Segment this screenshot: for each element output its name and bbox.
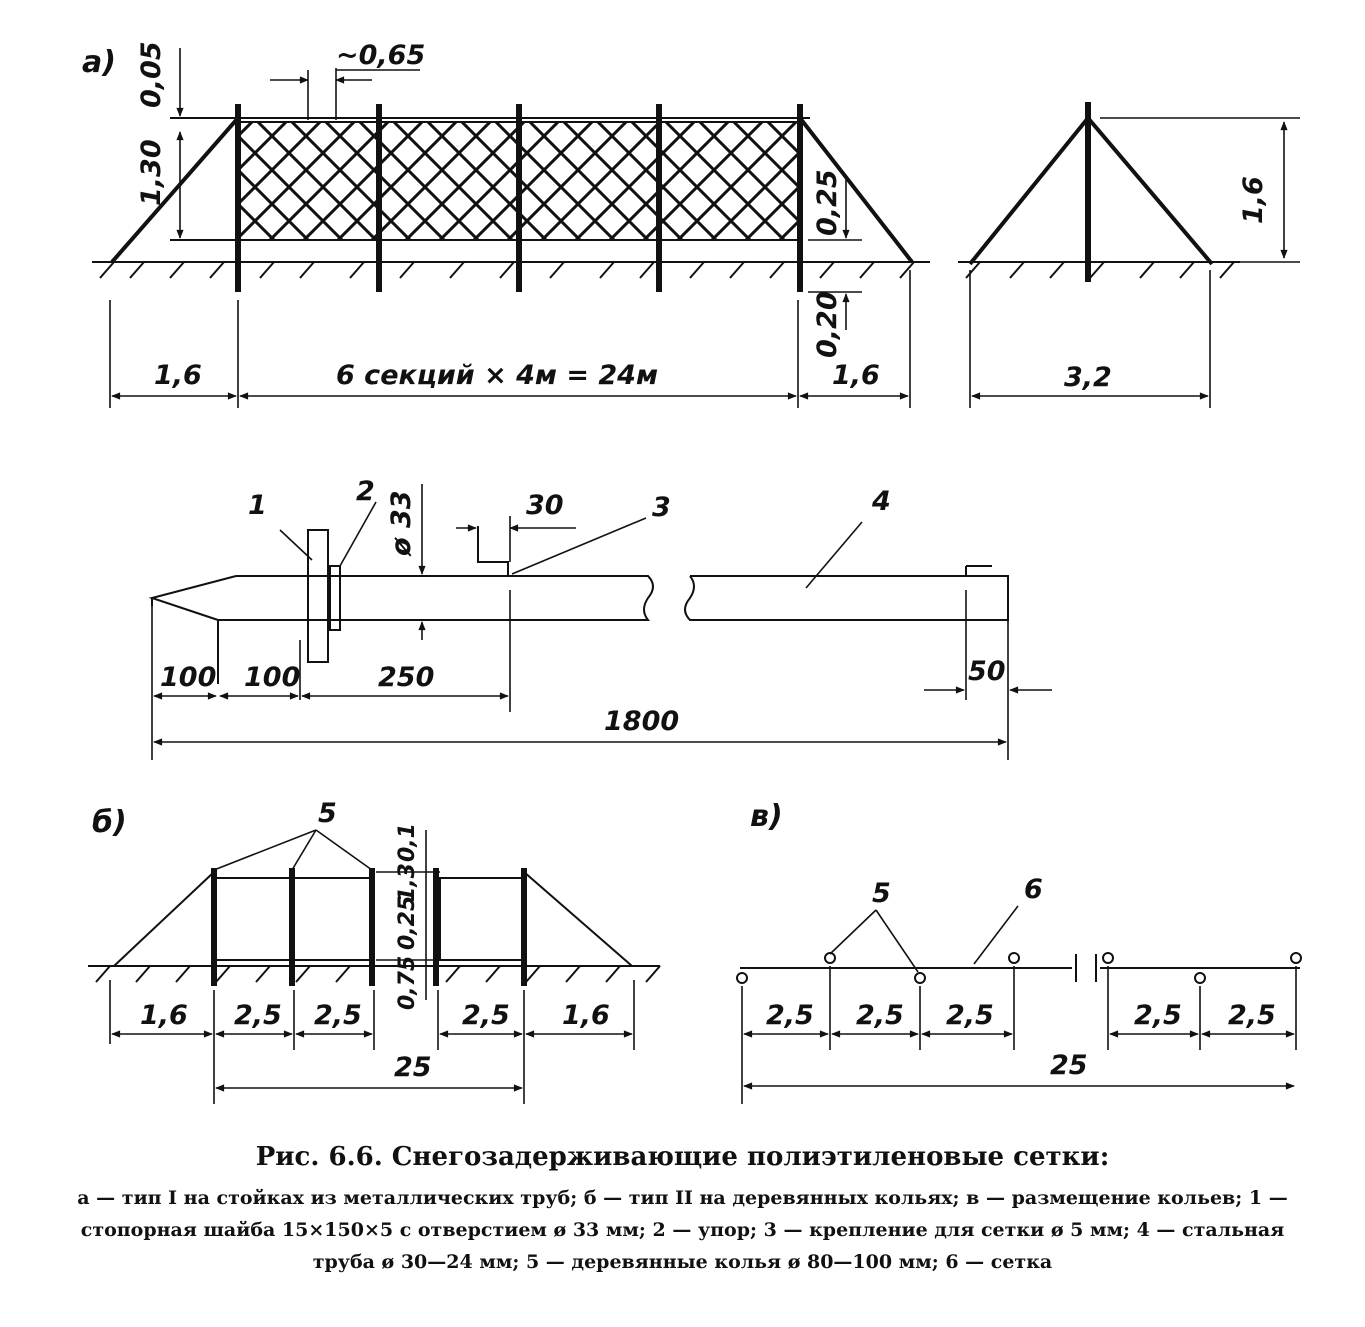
dim-side-width: 3,2	[1064, 362, 1112, 393]
dim-v-span-3: 2,5	[946, 1000, 994, 1031]
ground-hatch	[99, 261, 915, 279]
stake-marker	[824, 952, 836, 964]
stake-marker	[1008, 952, 1020, 964]
dim-v-total: 25	[1050, 1050, 1088, 1081]
dim-top-gap: 0,05	[136, 41, 167, 108]
stake-marker	[1290, 952, 1302, 964]
dim-depth: 0,20	[812, 291, 843, 358]
dim-b-span-4: 2,5	[462, 1000, 510, 1031]
label-4: 4	[871, 486, 891, 517]
dim-bracket: 30	[526, 490, 564, 521]
side-brace-left	[968, 116, 1090, 266]
label-6-v: 6	[1024, 874, 1043, 905]
dim-v-span-1: 2,5	[766, 1000, 814, 1031]
dim-b-total: 25	[394, 1052, 432, 1083]
dim-b-bottom: 0,25	[395, 896, 420, 950]
stake-marker	[914, 972, 926, 984]
dim-height: 1,30	[136, 139, 167, 206]
panel-a-tag: а)	[82, 45, 116, 80]
dim-v-span-4: 2,5	[1134, 1000, 1182, 1031]
figure-caption-text: а — тип I на стойках из металлических тр…	[77, 1187, 1288, 1273]
posts	[235, 104, 803, 292]
brace-left	[110, 116, 240, 264]
pipe-tip	[148, 575, 237, 621]
panel-b: б) 5 0,1 1,3 0,25 0,75	[88, 798, 661, 1104]
label-5-v: 5	[872, 878, 891, 909]
brace-right	[798, 116, 914, 264]
dim-b-top: 0,1	[395, 823, 420, 862]
figure-caption-title: Рис. 6.6. Снегозадерживающие полиэтилено…	[255, 1142, 1110, 1172]
dim-total-length: 1800	[604, 706, 679, 737]
dim-b-span-5: 1,6	[562, 1000, 610, 1031]
dim-mesh-spacing: ~0,65	[336, 40, 425, 71]
dim-b-height: 1,3	[395, 863, 420, 902]
dim-b-span-1: 1,6	[140, 1000, 188, 1031]
side-brace-right	[1086, 116, 1214, 266]
dim-b-span-2: 2,5	[234, 1000, 282, 1031]
dim-diameter: ø 33	[386, 490, 417, 557]
stop	[329, 565, 341, 631]
brace-b-right	[523, 871, 633, 967]
label-5-b: 5	[318, 798, 337, 829]
panel-v: в) 5 6 2,5 2,5 2,5 2,5 2,5 2	[736, 799, 1302, 1104]
dim-seg2: 100	[244, 662, 300, 693]
dim-b-span-3: 2,5	[314, 1000, 362, 1031]
dim-right-span: 1,6	[832, 360, 880, 391]
dim-seg3: 250	[378, 662, 434, 693]
dim-b-depth: 0,75	[395, 956, 420, 1010]
dim-bottom-gap: 0,25	[812, 169, 843, 236]
stake-marker	[736, 972, 748, 984]
net-fastener	[477, 526, 509, 576]
dim-sections: 6 секций × 4м = 24м	[336, 360, 658, 391]
dim-left-span: 1,6	[154, 360, 202, 391]
pipe-body-left	[218, 575, 654, 621]
panel-b-tag: б)	[92, 805, 127, 840]
dim-v-span-2: 2,5	[856, 1000, 904, 1031]
dim-v-span-5: 2,5	[1228, 1000, 1276, 1031]
stake-marker	[1102, 952, 1114, 964]
stop-washer	[307, 529, 329, 663]
label-1: 1	[248, 490, 267, 521]
panel-a-side: 1,6 3,2	[958, 102, 1300, 408]
brace-b-left	[113, 871, 215, 967]
label-2: 2	[356, 476, 375, 507]
pipe-body-right	[684, 575, 1009, 621]
dim-side-height: 1,6	[1238, 176, 1269, 224]
net-section	[215, 877, 295, 961]
dim-seg1: 100	[160, 662, 216, 693]
panel-a-front: а) 0,05 ~0,65 1,	[82, 40, 930, 408]
dim-seg-end: 50	[968, 656, 1006, 687]
pipe-detail: ø 33 30 1 2 3 4 100 100 250 50 1800	[148, 476, 1052, 760]
stake-marker	[1194, 972, 1206, 984]
net-section	[293, 877, 373, 961]
panel-v-tag: в)	[750, 799, 783, 834]
label-3: 3	[652, 492, 671, 523]
net-section	[439, 877, 525, 961]
